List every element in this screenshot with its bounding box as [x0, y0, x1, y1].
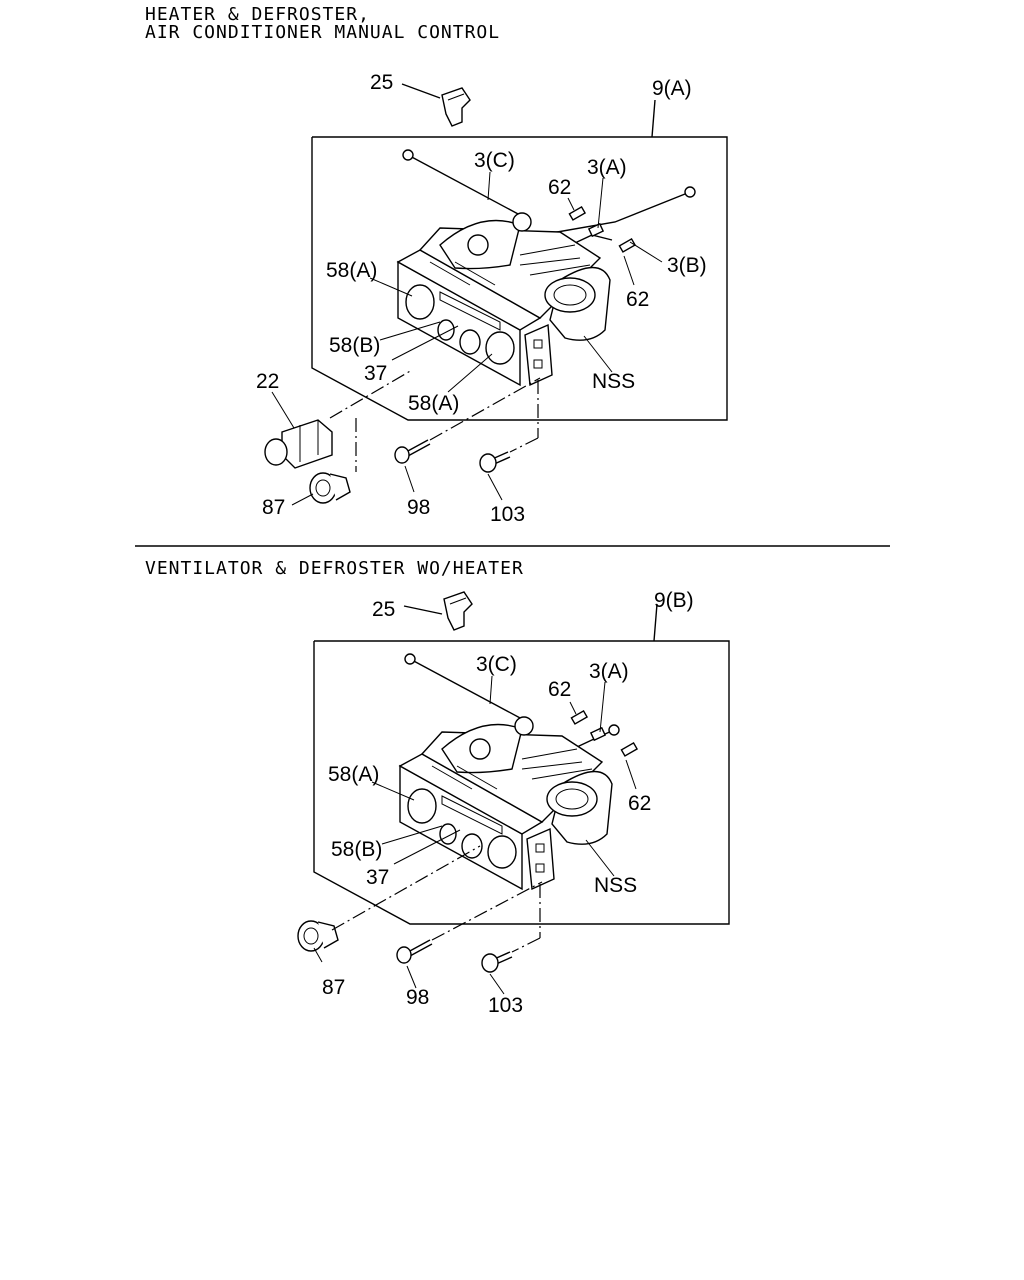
screw-part — [394, 439, 431, 464]
screw-part — [396, 939, 433, 964]
pin-top — [568, 205, 587, 221]
assembly-frame — [311, 136, 728, 421]
label-screw: 98 — [407, 496, 430, 519]
label-screw: 98 — [406, 986, 429, 1009]
label-knob-a-top: 58(A) — [326, 259, 377, 282]
control-panel — [399, 716, 613, 890]
label-knob-b: 58(B) — [331, 838, 382, 861]
label-cable-b: 3(B) — [667, 254, 707, 277]
label-knob-a-bottom: 58(A) — [408, 392, 459, 415]
section-title-line2: AIR CONDITIONER MANUAL CONTROL — [145, 22, 500, 43]
label-nss: NSS — [594, 874, 637, 897]
cable-c — [407, 154, 521, 216]
bolt-part — [479, 451, 511, 473]
section-title: VENTILATOR & DEFROSTER WO/HEATER — [145, 558, 524, 579]
section-ventilator: VENTILATOR & DEFROSTER WO/HEATER — [145, 558, 730, 1017]
label-cable-c: 3(C) — [474, 149, 515, 172]
label-pin-right: 62 — [626, 288, 649, 311]
label-bulb: 37 — [366, 866, 389, 889]
label-knob-b: 58(B) — [329, 334, 380, 357]
clip-part — [443, 591, 473, 631]
switch-part — [264, 419, 333, 469]
label-bulb: 37 — [364, 362, 387, 385]
pin-top — [570, 709, 589, 725]
pin-right — [618, 237, 637, 253]
socket-part — [309, 472, 351, 504]
label-bolt: 103 — [488, 994, 523, 1017]
label-cable-a: 3(A) — [589, 660, 629, 683]
label-pin-top: 62 — [548, 176, 571, 199]
label-clip: 25 — [370, 71, 393, 94]
cable-b — [539, 191, 691, 236]
socket-part — [297, 920, 339, 952]
section-heater-ac: HEATER & DEFROSTER, AIR CONDITIONER MANU… — [145, 4, 728, 526]
label-knob-a: 58(A) — [328, 763, 379, 786]
label-socket: 87 — [322, 976, 345, 999]
bolt-part — [481, 951, 513, 973]
label-bolt: 103 — [490, 503, 525, 526]
control-panel — [397, 212, 611, 386]
label-switch: 22 — [256, 370, 279, 393]
label-socket: 87 — [262, 496, 285, 519]
pin-right — [620, 741, 639, 757]
cable-c — [409, 658, 523, 720]
label-cable-c: 3(C) — [476, 653, 517, 676]
label-cable-a: 3(A) — [587, 156, 627, 179]
label-assembly: 9(B) — [654, 589, 694, 612]
section-title-line1: HEATER & DEFROSTER, — [145, 4, 370, 25]
assembly-frame — [313, 640, 730, 925]
clip-part — [441, 87, 471, 127]
label-pin-top: 62 — [548, 678, 571, 701]
label-clip: 25 — [372, 598, 395, 621]
label-nss: NSS — [592, 370, 635, 393]
label-pin-right: 62 — [628, 792, 651, 815]
label-assembly: 9(A) — [652, 77, 692, 100]
